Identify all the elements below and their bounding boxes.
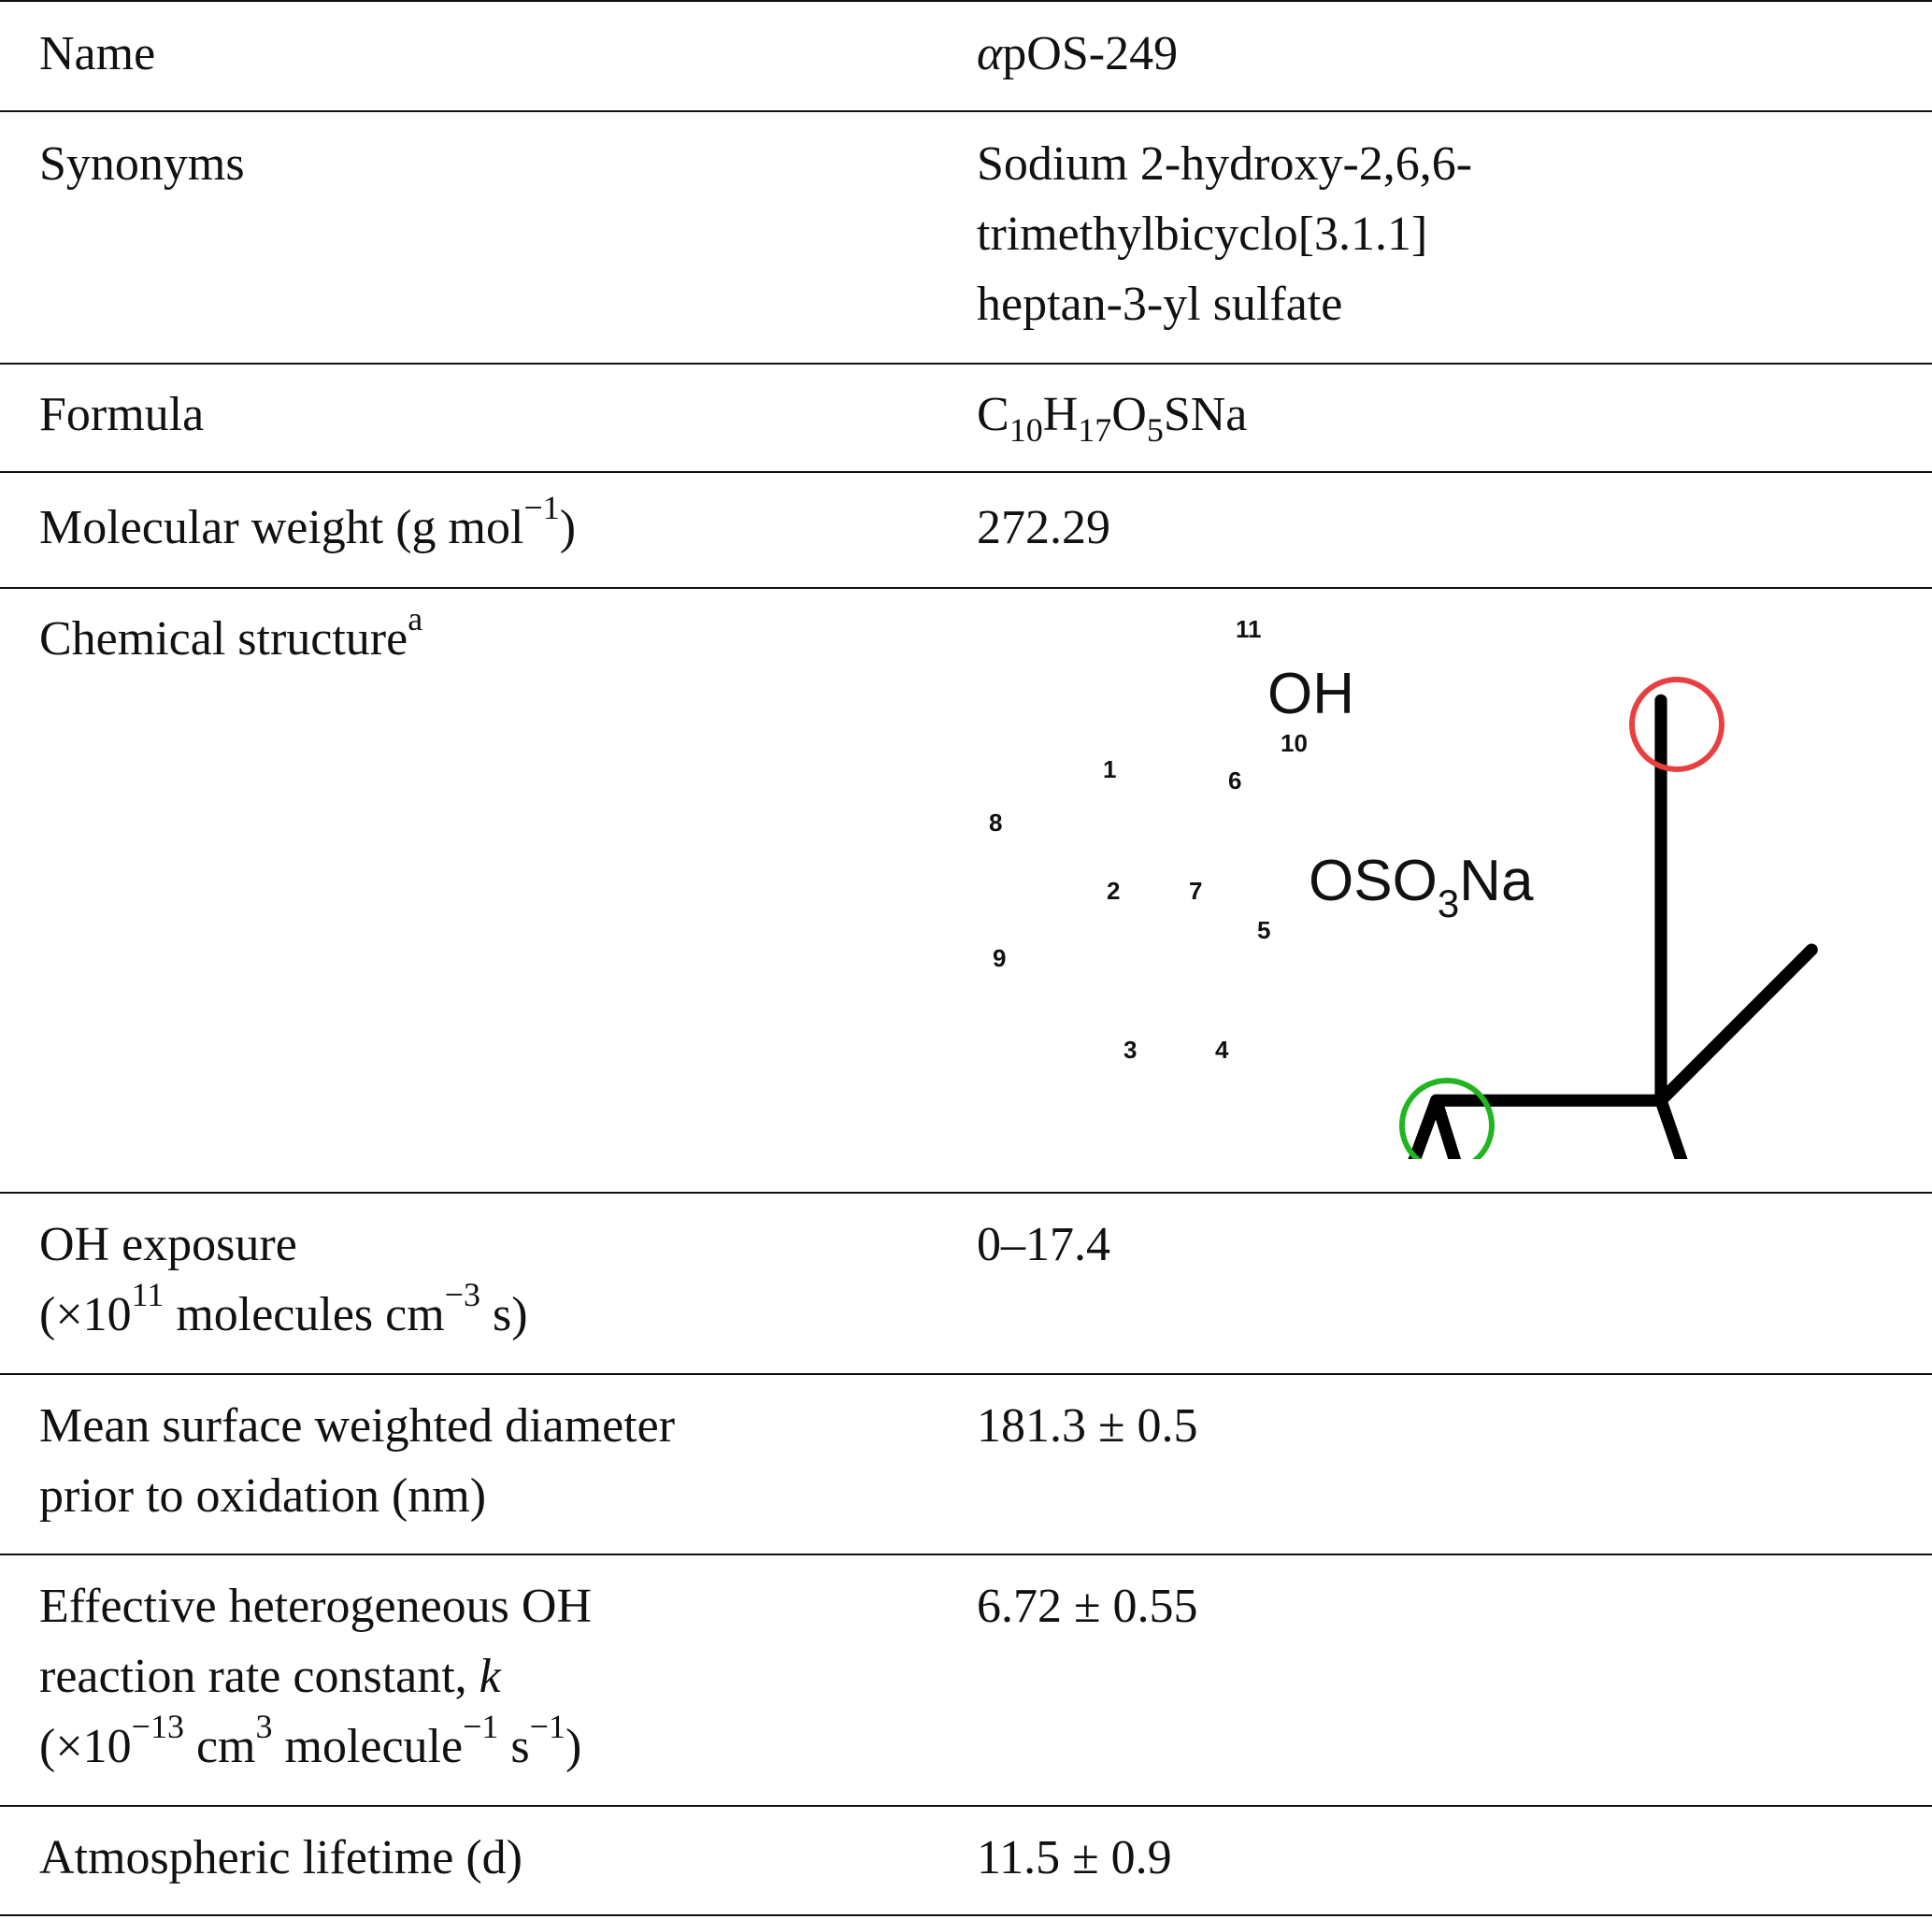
t: )	[559, 501, 577, 554]
f-sub: 17	[1078, 411, 1112, 449]
t-sup: −1	[529, 1708, 565, 1745]
atom-label: 2	[1107, 877, 1121, 905]
synonym-line: trimethylbicyclo[3.1.1]	[977, 208, 1428, 261]
row-divider	[0, 1373, 1932, 1375]
alpha: α	[977, 27, 1003, 80]
rate-constant-value: 6.72 ± 0.55	[977, 1580, 1198, 1633]
mw-label: Molecular weight (g mol−1)	[39, 491, 937, 563]
t-sub: 3	[1437, 881, 1460, 925]
atom-label: 3	[1123, 1036, 1138, 1064]
f-sub: 10	[1009, 411, 1043, 449]
table-rule-bottom	[0, 1914, 1932, 1916]
name-value: αpOS-249	[977, 19, 1911, 89]
row-divider	[0, 587, 1932, 589]
t: s	[498, 1720, 530, 1773]
diameter-label: Mean surface weighted diameter prior to …	[39, 1391, 937, 1531]
t: Mean surface weighted diameter	[39, 1399, 676, 1453]
t: molecule	[272, 1720, 464, 1773]
oh-exposure-label: OH exposure (×1011 molecules cm−3 s)	[39, 1210, 937, 1350]
mw-value: 272.29	[977, 501, 1110, 554]
t: (×10	[39, 1288, 132, 1341]
formula-value: C10H17O5SNa	[977, 380, 1911, 450]
f: C	[977, 388, 1009, 441]
t: Chemical structure	[39, 612, 408, 666]
synonym-line: heptan-3-yl sulfate	[977, 278, 1343, 331]
t: molecules cm	[164, 1288, 445, 1341]
sulfate-group: OSO3Na	[1309, 849, 1534, 924]
carbon-marker	[1399, 1078, 1495, 1159]
oh-exposure-value: 0–17.4	[977, 1218, 1110, 1271]
atom-label: 4	[1215, 1036, 1229, 1064]
formula-label: Formula	[39, 388, 205, 441]
row-divider	[0, 110, 1932, 112]
atom-label: 7	[1189, 877, 1203, 905]
row-divider	[0, 471, 1932, 473]
t: )	[565, 1720, 582, 1773]
hydroxyl-group: OH	[1267, 662, 1354, 726]
atom-label: 11	[1236, 615, 1262, 643]
structure-overlay	[1399, 677, 1724, 1159]
synonyms-value: Sodium 2-hydroxy-2,6,6- trimethylbicyclo…	[977, 129, 1911, 339]
labels-html: 1 2 3 4 5 6 7 8 9 10 11 OH OSO3Na	[981, 598, 1932, 1159]
t: s)	[480, 1288, 528, 1341]
f: O	[1111, 388, 1147, 441]
t-sup: 3	[255, 1708, 273, 1745]
t-line: reaction rate constant, k	[39, 1641, 937, 1711]
f: SNa	[1163, 388, 1248, 441]
rate-constant-label: Effective heterogeneous OH reaction rate…	[39, 1571, 937, 1782]
t-sup: −1	[523, 489, 560, 526]
t: k	[479, 1650, 501, 1703]
atom-label: 9	[993, 944, 1007, 972]
t-sup: −3	[444, 1276, 480, 1313]
t-sup: 11	[131, 1276, 165, 1313]
row-divider	[0, 1554, 1932, 1555]
atom-label: 8	[989, 809, 1003, 837]
structure-label: Chemical structurea	[39, 602, 937, 674]
diameter-value: 181.3 ± 0.5	[977, 1399, 1198, 1453]
name-label: Name	[39, 27, 156, 80]
table-rule-top	[0, 0, 1932, 2]
t: prior to oxidation (nm)	[39, 1469, 487, 1523]
atom-label: 5	[1257, 916, 1271, 944]
row-divider	[0, 1192, 1932, 1194]
t-sup: −1	[463, 1708, 499, 1745]
t: Molecular weight (g mol	[39, 501, 524, 554]
atom-label: 10	[1281, 729, 1308, 757]
t-line: (×1011 molecules cm−3 s)	[39, 1278, 937, 1350]
t: OSO	[1309, 849, 1438, 913]
t: cm	[183, 1720, 256, 1773]
row-divider	[0, 1805, 1932, 1807]
synonym-line: Sodium 2-hydroxy-2,6,6-	[977, 137, 1473, 191]
f-sub: 5	[1146, 411, 1164, 449]
t: OH exposure	[39, 1218, 297, 1271]
t: Na	[1459, 849, 1534, 913]
synonyms-label: Synonyms	[39, 137, 245, 191]
atom-label: 6	[1228, 766, 1242, 795]
footnote-mark: a	[408, 600, 423, 637]
lifetime-value: 11.5 ± 0.9	[977, 1831, 1172, 1884]
lifetime-label: Atmospheric lifetime (d)	[39, 1831, 522, 1884]
t-line: (×10−13 cm3 molecule−1 s−1)	[39, 1708, 937, 1782]
atom-label: 1	[1103, 755, 1117, 783]
methyl-marker	[1629, 677, 1724, 772]
t: (×10	[39, 1720, 132, 1773]
f: H	[1042, 388, 1079, 441]
name-text: pOS-249	[1002, 27, 1179, 80]
row-divider	[0, 363, 1932, 365]
t: Effective heterogeneous OH	[39, 1580, 593, 1633]
t-sup: −13	[131, 1708, 184, 1745]
t: reaction rate constant,	[39, 1650, 479, 1703]
